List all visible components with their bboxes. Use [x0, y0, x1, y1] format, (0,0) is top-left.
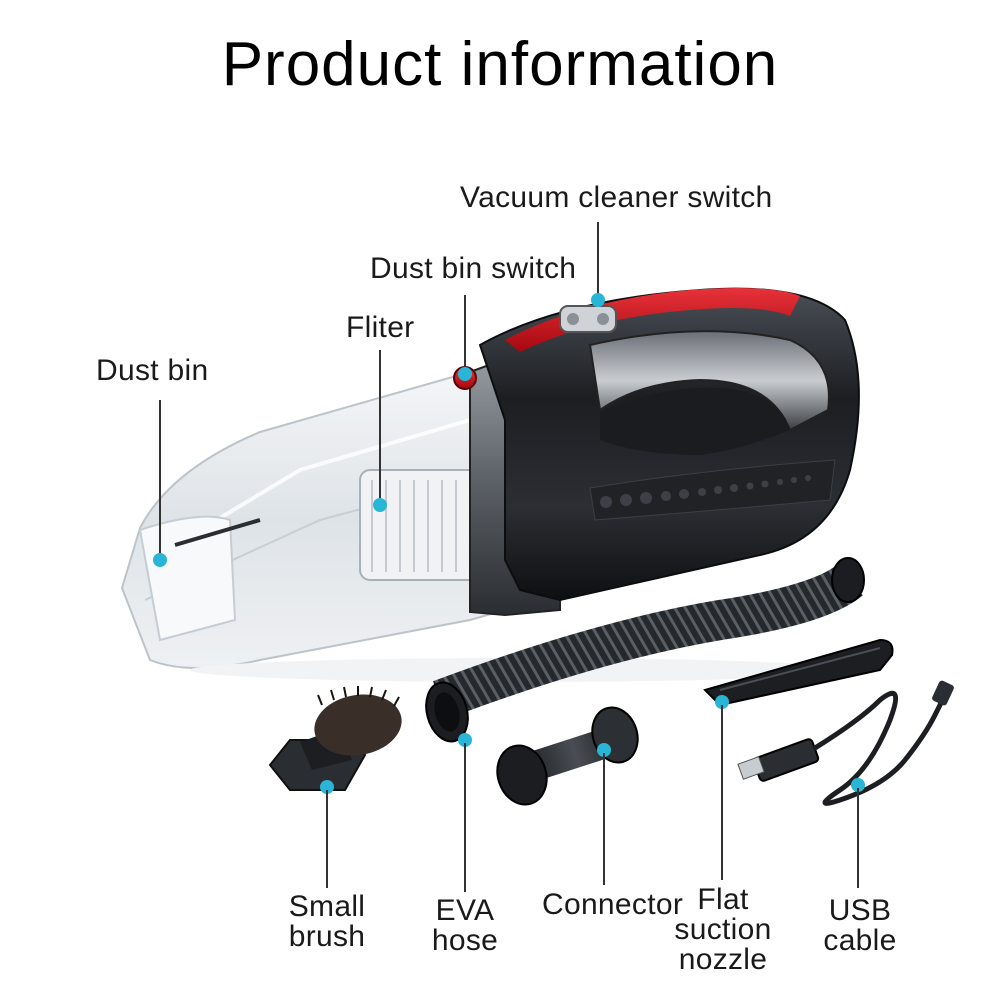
callouts [153, 222, 865, 892]
label-filter: Fliter [346, 311, 415, 344]
label-connector: Connector [542, 888, 684, 921]
label-dust-bin-switch: Dust bin switch [370, 252, 577, 285]
label-dust-bin: Dust bin [96, 354, 209, 387]
callout-dot-flat-nozzle [715, 695, 729, 709]
label-flat-suction-nozzle: Flat suction nozzle [674, 883, 772, 976]
usb-cable-icon [737, 680, 954, 806]
vacuum-cleaner-illustration [120, 287, 860, 682]
label-eva-hose: EVA hose [431, 894, 499, 957]
callout-dot-dustbin-switch [458, 367, 472, 381]
callout-dot-dust-bin [153, 553, 167, 567]
label-vacuum-cleaner-switch: Vacuum cleaner switch [460, 181, 773, 214]
callout-dot-filter [373, 498, 387, 512]
callout-dot-usb-cable [851, 778, 865, 792]
brush-icon [268, 686, 402, 791]
label-usb-cable: USB cable [823, 894, 897, 957]
label-small-brush: Small brush [288, 890, 366, 953]
callout-dot-connector [597, 743, 611, 757]
hose-icon [425, 557, 865, 743]
callout-dot-small-brush [320, 780, 334, 794]
callout-dot-eva-hose [458, 733, 472, 747]
callout-dot-vacuum-switch [591, 293, 605, 307]
page-title: Product information [221, 30, 779, 99]
connector-icon [496, 706, 639, 806]
nozzle-icon [703, 638, 894, 707]
